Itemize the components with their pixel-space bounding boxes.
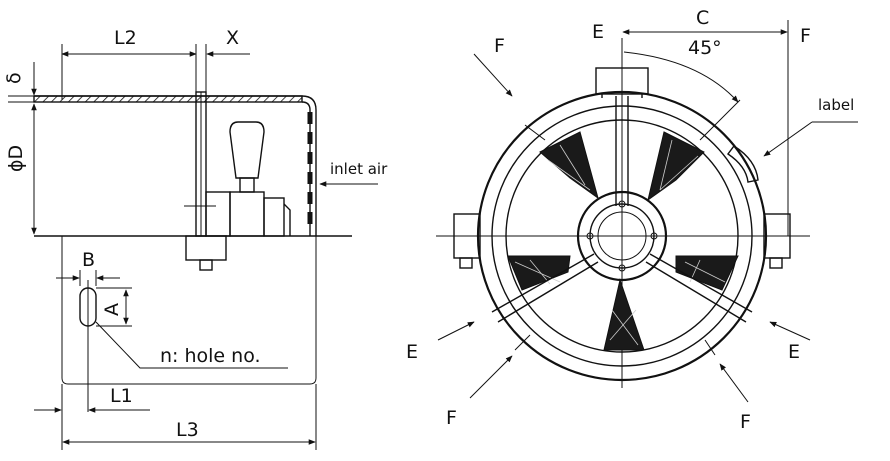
label-F-top-right: F bbox=[800, 25, 811, 47]
hole-note-leader bbox=[95, 321, 288, 369]
front-view bbox=[436, 20, 858, 403]
support-struts bbox=[491, 96, 753, 323]
leader-F-top-left bbox=[473, 53, 513, 97]
label-C: C bbox=[696, 7, 709, 29]
casing-outline bbox=[34, 95, 317, 236]
terminal-box bbox=[185, 235, 227, 271]
left-mounting-lug bbox=[453, 213, 481, 269]
label-F-bottom-right: F bbox=[740, 411, 751, 433]
fan-blades bbox=[507, 131, 739, 351]
motor bbox=[184, 121, 291, 237]
leader-F-bottom-left bbox=[469, 355, 513, 399]
leader-F-bottom-right bbox=[719, 363, 749, 403]
label-plate bbox=[726, 145, 759, 183]
side-view bbox=[8, 44, 378, 450]
inner-casing bbox=[491, 105, 753, 367]
label-phiD: ϕD bbox=[5, 145, 27, 172]
label-E-left: E bbox=[406, 341, 418, 363]
label-inlet-air: inlet air bbox=[330, 160, 388, 178]
leader-label bbox=[763, 121, 813, 157]
blade-ring bbox=[505, 119, 739, 353]
label-L2: L2 bbox=[114, 27, 137, 49]
label-delta: δ bbox=[3, 72, 25, 84]
mounting-base bbox=[61, 236, 317, 385]
right-mounting-lug bbox=[763, 213, 791, 269]
casing-wall-hatch bbox=[33, 95, 303, 103]
outer-casing bbox=[476, 90, 768, 382]
leader-E-left bbox=[437, 321, 475, 341]
label-X: X bbox=[226, 27, 239, 49]
label-angle: 45° bbox=[688, 37, 722, 59]
angle-arc bbox=[623, 51, 739, 103]
label-E-top: E bbox=[592, 21, 604, 43]
label-B: B bbox=[82, 249, 95, 271]
leader-E-right bbox=[769, 321, 811, 341]
label-L1: L1 bbox=[110, 385, 133, 407]
label-F-bottom-left: F bbox=[446, 407, 457, 429]
label-tag: label bbox=[818, 96, 854, 114]
label-A: A bbox=[101, 303, 123, 316]
label-F-top-left: F bbox=[494, 35, 505, 57]
label-hole-note: n: hole no. bbox=[160, 345, 261, 367]
top-terminal-box bbox=[595, 67, 649, 98]
label-L3: L3 bbox=[176, 419, 199, 441]
label-E-right: E bbox=[788, 341, 800, 363]
